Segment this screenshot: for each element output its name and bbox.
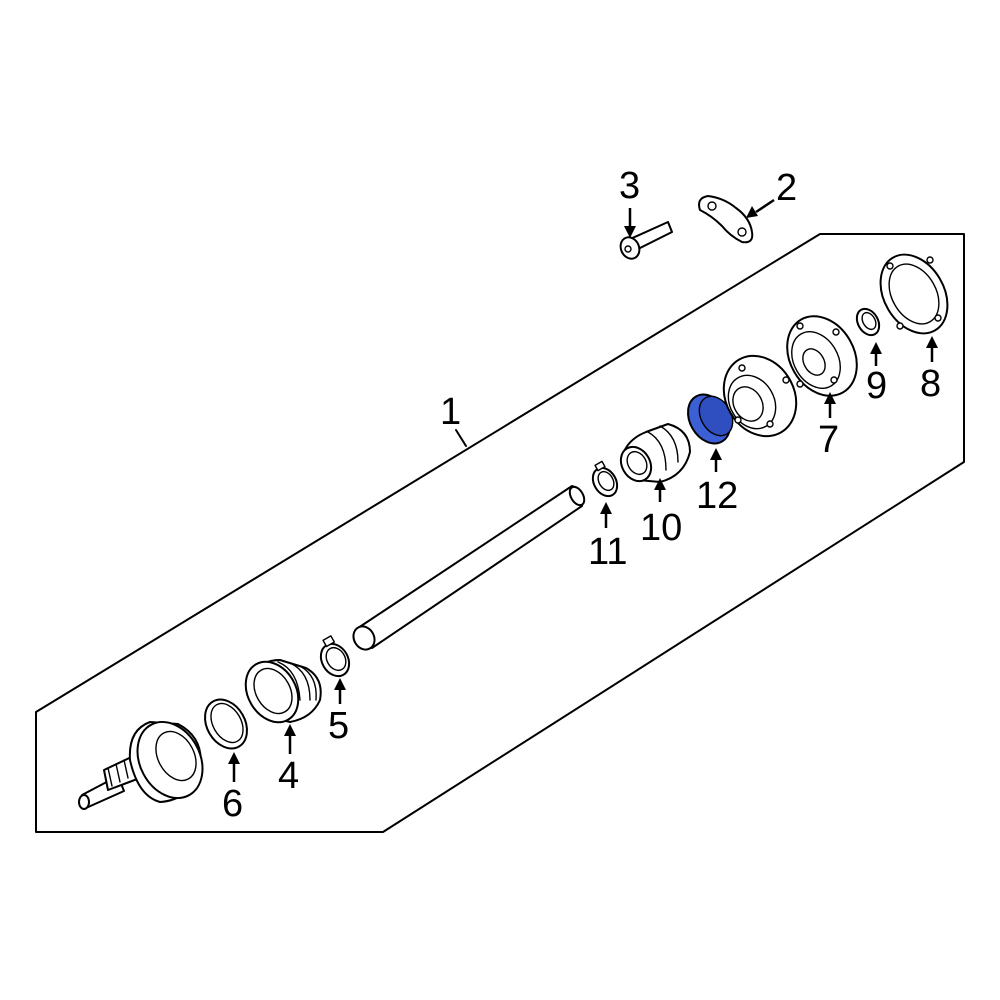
part-label-5[interactable]: 5 <box>328 705 349 747</box>
bolt-part-3 <box>619 221 673 260</box>
snap-ring-part-9 <box>855 307 881 337</box>
inner-joint-part-7 <box>786 315 858 397</box>
end-cover-part-8 <box>879 253 949 335</box>
outer-cv-joint <box>78 720 204 810</box>
flange-part-7a <box>722 354 798 438</box>
outer-boot-part-4 <box>244 659 322 724</box>
part-label-3[interactable]: 3 <box>619 165 640 207</box>
part-label-1[interactable]: 1 <box>440 391 461 433</box>
assembly-frame <box>35 233 965 833</box>
part-label-11[interactable]: 11 <box>588 531 627 573</box>
leader-arrows <box>228 198 938 782</box>
clamp-part-5 <box>319 635 351 678</box>
inner-boot-part-10 <box>619 423 691 483</box>
part-label-2[interactable]: 2 <box>776 167 797 209</box>
clamp-part-11 <box>591 460 619 498</box>
part-label-7[interactable]: 7 <box>818 419 839 461</box>
part-label-9[interactable]: 9 <box>866 365 887 407</box>
axle-shaft <box>352 485 586 651</box>
leader-line-1 <box>455 429 467 447</box>
part-label-12[interactable]: 12 <box>696 475 738 517</box>
part-label-4[interactable]: 4 <box>278 755 299 797</box>
highlighted-clamp-part-12 <box>687 393 734 445</box>
part-label-8[interactable]: 8 <box>920 363 941 405</box>
clamp-part-6 <box>204 698 248 750</box>
part-label-10[interactable]: 10 <box>640 507 682 549</box>
part-label-6[interactable]: 6 <box>222 783 243 825</box>
lock-plate-part-2 <box>698 195 754 244</box>
